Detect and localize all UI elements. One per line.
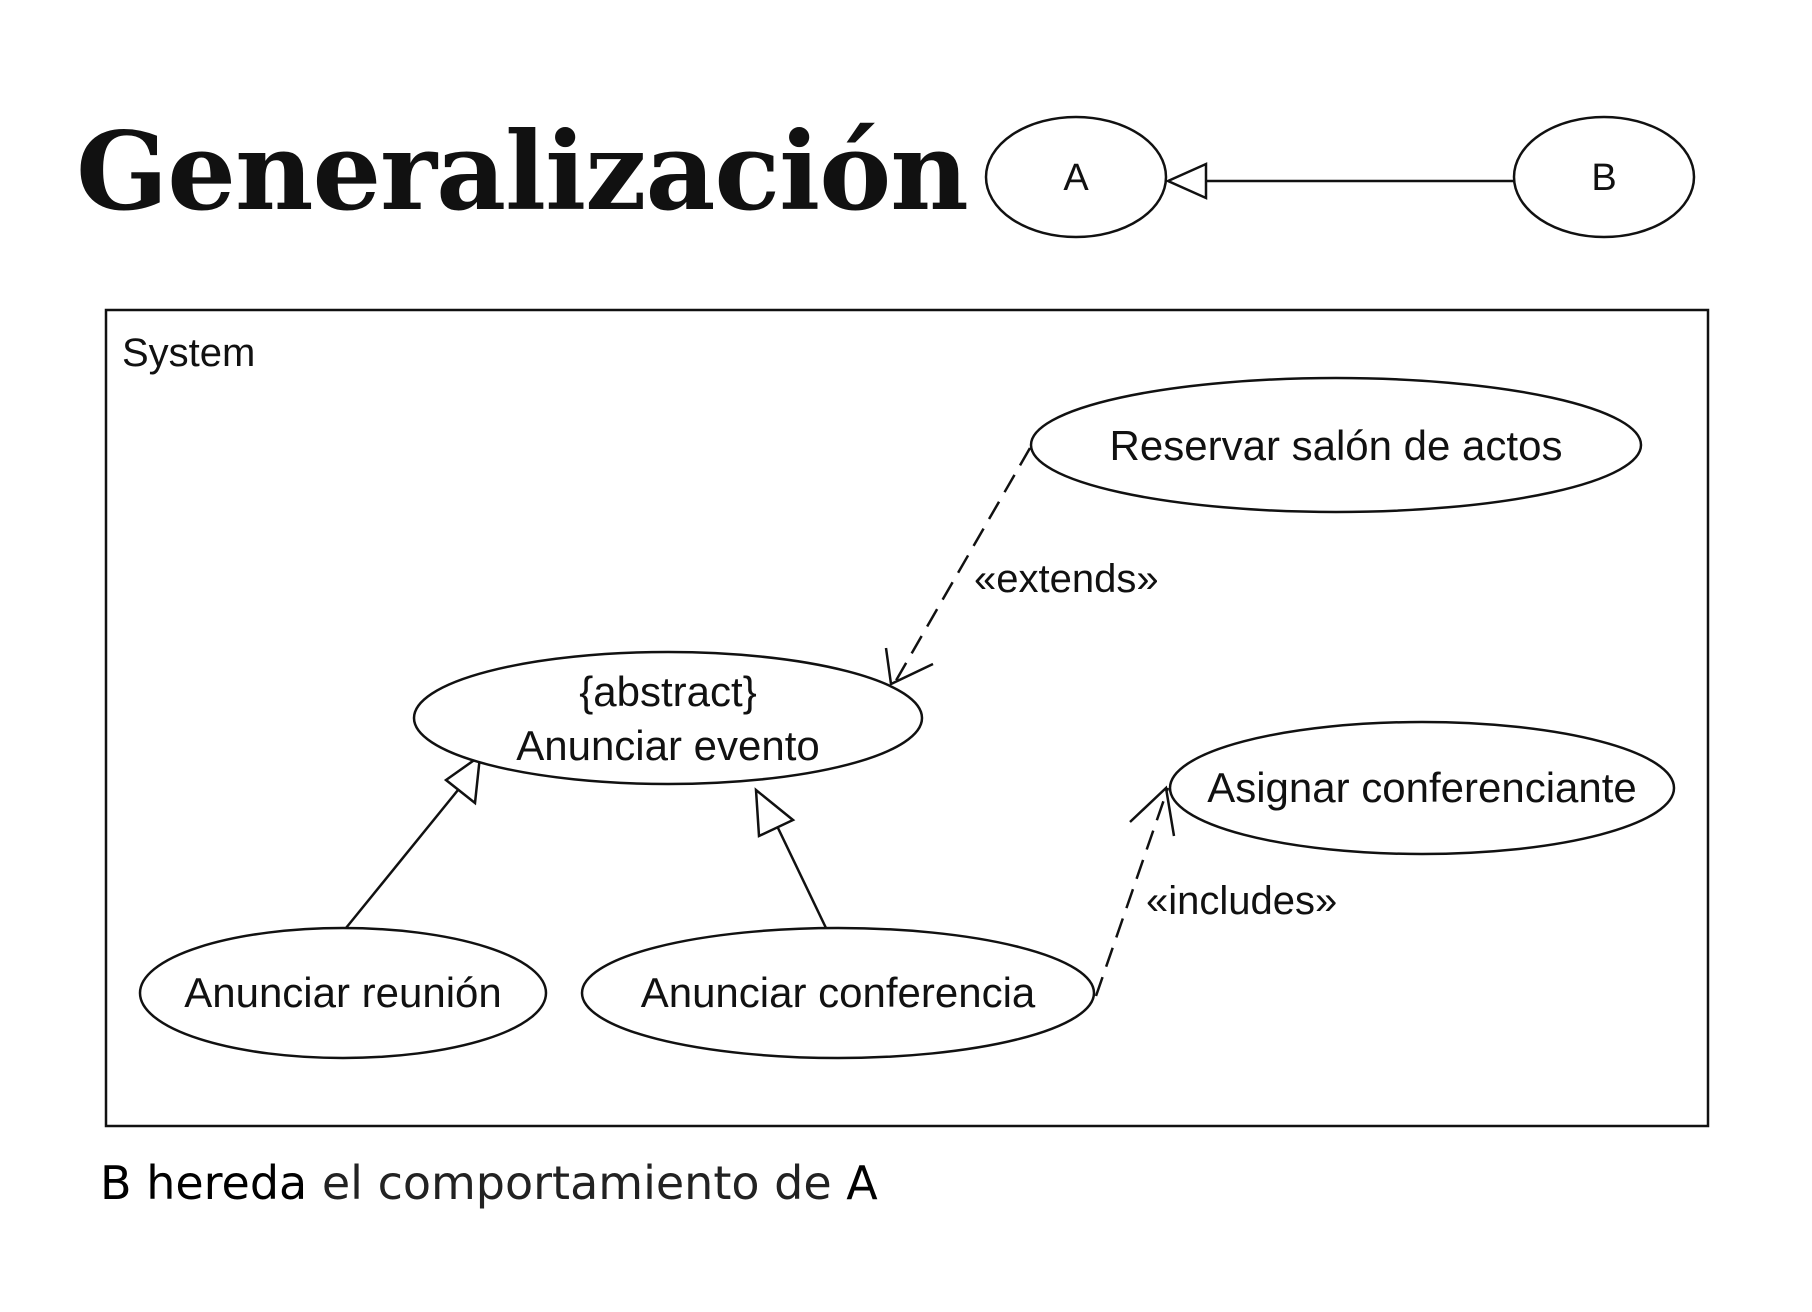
usecase-anunciar-evento-stereotype: {abstract}	[579, 668, 756, 715]
caption-a: A	[846, 1156, 878, 1210]
generalization-reunion-line	[345, 789, 459, 929]
extends-label: «extends»	[974, 557, 1159, 601]
includes-label: «includes»	[1146, 879, 1337, 923]
extends-arrowhead	[884, 647, 934, 686]
includes-line	[1094, 787, 1170, 997]
usecase-anunciar-evento	[412, 650, 924, 786]
caption-middle: el comportamiento de	[321, 1156, 832, 1210]
usecase-asignar	[1168, 720, 1676, 856]
legend-generalization: A B	[984, 115, 1696, 239]
legend-node-b-label: B	[1591, 157, 1616, 199]
system-label: System	[122, 331, 255, 375]
legend-node-a-label: A	[1063, 157, 1089, 199]
usecase-reservar-label: Reservar salón de actos	[1110, 422, 1563, 469]
legend-generalization-arrowhead	[1164, 162, 1208, 200]
extends-line	[892, 447, 1032, 685]
usecase-reunion-label: Anunciar reunión	[184, 969, 502, 1016]
caption-hereda: hereda	[146, 1156, 308, 1210]
caption: B hereda el comportamiento de A	[100, 1160, 878, 1206]
usecase-conferencia-label: Anunciar conferencia	[641, 969, 1036, 1016]
includes-arrowhead	[1129, 785, 1176, 837]
generalization-reunion-arrowhead	[443, 753, 482, 806]
caption-b: B	[100, 1156, 132, 1210]
usecase-reservar	[1029, 376, 1643, 514]
legend-node-a	[984, 115, 1168, 239]
usecase-asignar-label: Asignar conferenciante	[1207, 764, 1637, 811]
page-title: Generalización	[76, 109, 969, 235]
legend-node-b	[1512, 115, 1696, 239]
usecase-anunciar-evento-label: Anunciar evento	[516, 722, 820, 769]
system-boundary	[104, 308, 1710, 1128]
generalization-conferencia-arrowhead	[754, 787, 796, 838]
generalization-conferencia-line	[776, 827, 828, 929]
usecase-conferencia	[580, 926, 1096, 1060]
usecase-reunion	[138, 926, 548, 1060]
